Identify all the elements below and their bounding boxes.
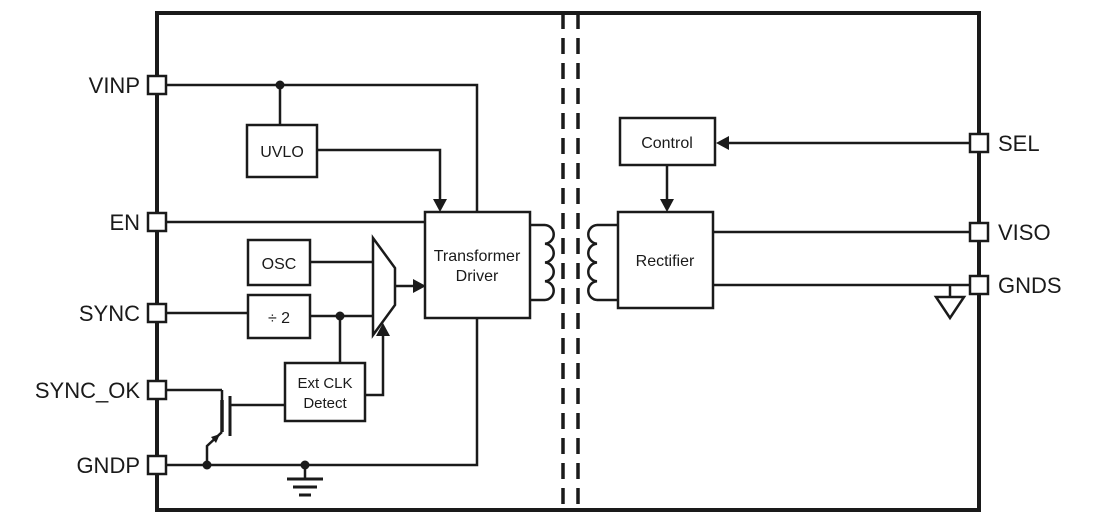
pin-label-sync: SYNC (79, 301, 140, 326)
wires (166, 83, 970, 467)
junction-gndp-source (202, 460, 212, 470)
arrowhead-mux-to-driver (413, 279, 426, 293)
junction-div2-detect (335, 311, 345, 321)
wire-gndp (166, 318, 479, 467)
block-rectifier: Rectifier (616, 210, 715, 310)
signal-ground-symbol (933, 285, 967, 321)
transformer-driver-label-line2: Driver (456, 268, 499, 285)
transformer-driver-box (423, 210, 532, 320)
div2-box (246, 293, 312, 340)
osc-box (246, 238, 312, 287)
transformer-primary-coil (544, 223, 555, 302)
signal-ground-triangle (933, 295, 967, 321)
block-uvlo: UVLO (245, 123, 319, 179)
arrowhead-sel-to-control (716, 136, 729, 150)
transformer (530, 223, 618, 302)
pin-label-sync-ok: SYNC_OK (35, 378, 140, 403)
uvlo-box (245, 123, 319, 179)
nmos-source-arrow-icon (211, 434, 220, 443)
pin-label-vinp: VINP (89, 73, 140, 98)
pin-en (146, 211, 168, 233)
pins (146, 74, 990, 476)
ext-clk-detect-box (283, 361, 367, 423)
ext-clk-detect-label-line2: Detect (303, 395, 347, 412)
block-transformer-driver: Transformer Driver (423, 210, 532, 320)
junction-dots (202, 80, 345, 470)
mux-shape (371, 234, 397, 339)
junction-gndp-ground (300, 460, 310, 470)
control-label: Control (641, 135, 693, 152)
pin-viso (968, 221, 990, 243)
arrowhead-control-to-rectifier (660, 199, 674, 212)
pin-label-gndp: GNDP (76, 453, 140, 478)
rectifier-box (616, 210, 715, 310)
control-box (618, 116, 717, 167)
arrowhead-detect-to-mux (376, 323, 390, 336)
earth-ground-symbol (287, 465, 323, 497)
isolation-barrier (561, 13, 580, 510)
arrowheads (376, 136, 729, 336)
pin-sync (146, 302, 168, 324)
wire-detect-to-mux-select (365, 336, 385, 397)
div2-label: ÷ 2 (268, 310, 290, 327)
block-ext-clk-detect: Ext CLK Detect (283, 361, 367, 423)
mux (371, 234, 397, 339)
wire-uvlo-to-driver (317, 148, 442, 199)
pin-sel (968, 132, 990, 154)
pin-labels: VINP EN SYNC SYNC_OK GNDP SEL VISO GNDS (35, 73, 1062, 478)
pin-vinp (146, 74, 168, 96)
pin-gnds (968, 274, 990, 296)
pin-gndp (146, 454, 168, 476)
osc-label: OSC (262, 256, 297, 273)
block-osc: OSC (246, 238, 312, 287)
uvlo-label: UVLO (260, 144, 304, 161)
chip-outline (155, 11, 981, 512)
transformer-driver-label-line1: Transformer (434, 248, 521, 265)
transformer-secondary-coil (587, 223, 598, 302)
pin-label-viso: VISO (998, 220, 1051, 245)
block-control: Control (618, 116, 717, 167)
pin-label-sel: SEL (998, 131, 1040, 156)
ext-clk-detect-label-line1: Ext CLK (297, 375, 352, 392)
block-div2: ÷ 2 (246, 293, 312, 340)
wire-vinp (166, 83, 479, 212)
arrowhead-uvlo-to-driver (433, 199, 447, 212)
rectifier-label: Rectifier (636, 253, 695, 270)
junction-vinp-uvlo (275, 80, 285, 90)
pin-sync-ok (146, 379, 168, 401)
nmos-transistor (205, 390, 232, 465)
pin-label-en: EN (109, 210, 140, 235)
pin-label-gnds: GNDS (998, 273, 1062, 298)
